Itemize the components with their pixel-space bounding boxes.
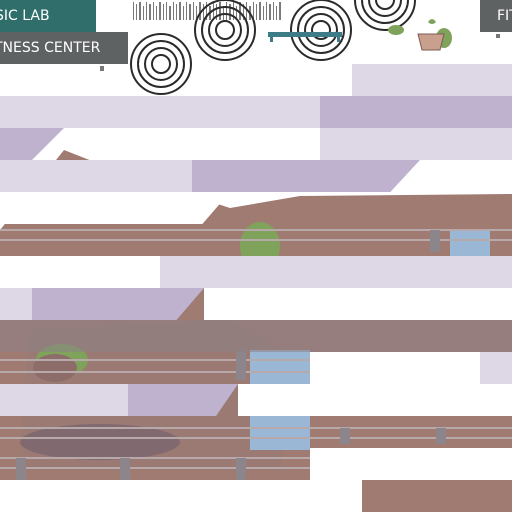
overlay-band [32,288,204,320]
overlay-band [352,64,512,96]
overlay-band [204,288,512,320]
overlay-band [0,192,230,224]
overlay-band [0,288,32,320]
overlay-band [310,448,512,480]
overlay-band [0,160,192,192]
bench-icon [268,32,342,42]
overlay-band [96,0,132,32]
location-label-fitness-center[interactable]: TNESS CENTER [0,32,128,64]
location-label-text: FIT [497,8,512,24]
overlay-band [320,128,512,160]
overlay-band [0,96,320,128]
location-label-text: TNESS CENTER [0,40,101,56]
overlay-band [128,384,238,416]
location-label-fitness-center-right[interactable]: FIT [480,0,512,32]
location-label-text: SIC LAB [0,8,50,24]
barcode-icon [132,0,284,22]
overlay-band [0,384,128,416]
overlay-band [310,352,512,384]
overlay-band [320,96,512,128]
overlay-band [0,320,512,352]
overlay-band [480,352,512,384]
overlay-band [0,480,362,512]
spiral-maze-icon [130,0,416,95]
overlay-band [160,256,512,288]
location-label-music-lab[interactable]: SIC LAB [0,0,96,32]
overlay-band [238,384,512,416]
overlay-band [192,160,420,192]
potted-plant-icon [388,19,452,51]
